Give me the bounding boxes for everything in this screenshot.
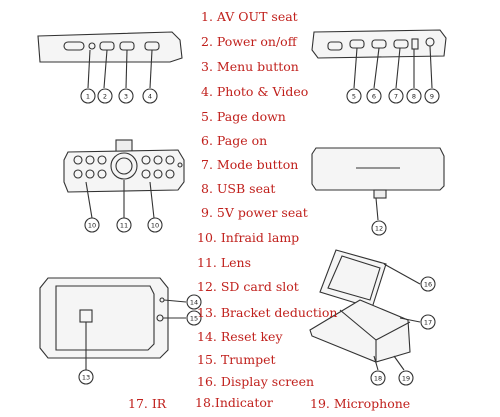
label-microphone: 19. Microphone [310,396,411,411]
callout-9: 9 [430,93,434,101]
callout-17: 17 [424,319,432,327]
label-menu-button: 3. Menu button [201,59,299,74]
callout-13: 13 [82,374,90,382]
label-mode-button: 7. Mode button [201,157,299,172]
label-5v-power-seat: 9. 5V power seat [201,205,308,220]
callout-19: 19 [402,375,410,383]
callout-12: 12 [375,225,383,233]
label-av-out-seat: 1. AV OUT seat [201,9,298,24]
callout-18: 18 [374,375,382,383]
side-view-device [311,147,445,236]
callout-16: 16 [424,281,432,289]
callout-15: 15 [190,315,198,323]
label-power-on-off: 2. Power on/off [201,34,297,49]
label-page-on: 6. Page on [201,133,268,148]
callout-14: 14 [190,299,198,307]
label-page-down: 5. Page down [201,109,286,124]
label-infrared-lamp: 10. Infraid lamp [197,230,300,245]
callout-8: 8 [412,93,416,101]
label-ir: 17. IR [128,396,167,411]
label-reset-key: 14. Reset key [197,329,283,344]
label-trumpet: 15. Trumpet [197,352,276,367]
label-indicator: 18.Indicator [195,395,273,410]
top-view-left-device [37,31,183,104]
front-view-device [63,139,185,233]
callout-4: 4 [148,93,152,101]
back-view-device [39,277,202,385]
callout-3: 3 [124,93,128,101]
callout-1: 1 [86,93,90,101]
callout-2: 2 [103,93,107,101]
callout-11: 11 [120,222,128,230]
callout-6: 6 [372,93,376,101]
label-bracket-deduction: 13. Bracket deduction [197,305,338,320]
callout-7: 7 [394,93,398,101]
label-lens: 11. Lens [197,255,252,270]
label-photo-video: 4. Photo & Video [201,84,309,99]
top-view-right-device [311,29,447,104]
label-usb-seat: 8. USB seat [201,181,276,196]
callout-10-right: 10 [151,222,159,230]
callout-10-left: 10 [88,222,96,230]
label-display-screen: 16. Display screen [197,374,315,389]
callout-5: 5 [352,93,356,101]
label-sd-card-slot: 12. SD card slot [197,279,299,294]
open-view-device [309,249,436,386]
